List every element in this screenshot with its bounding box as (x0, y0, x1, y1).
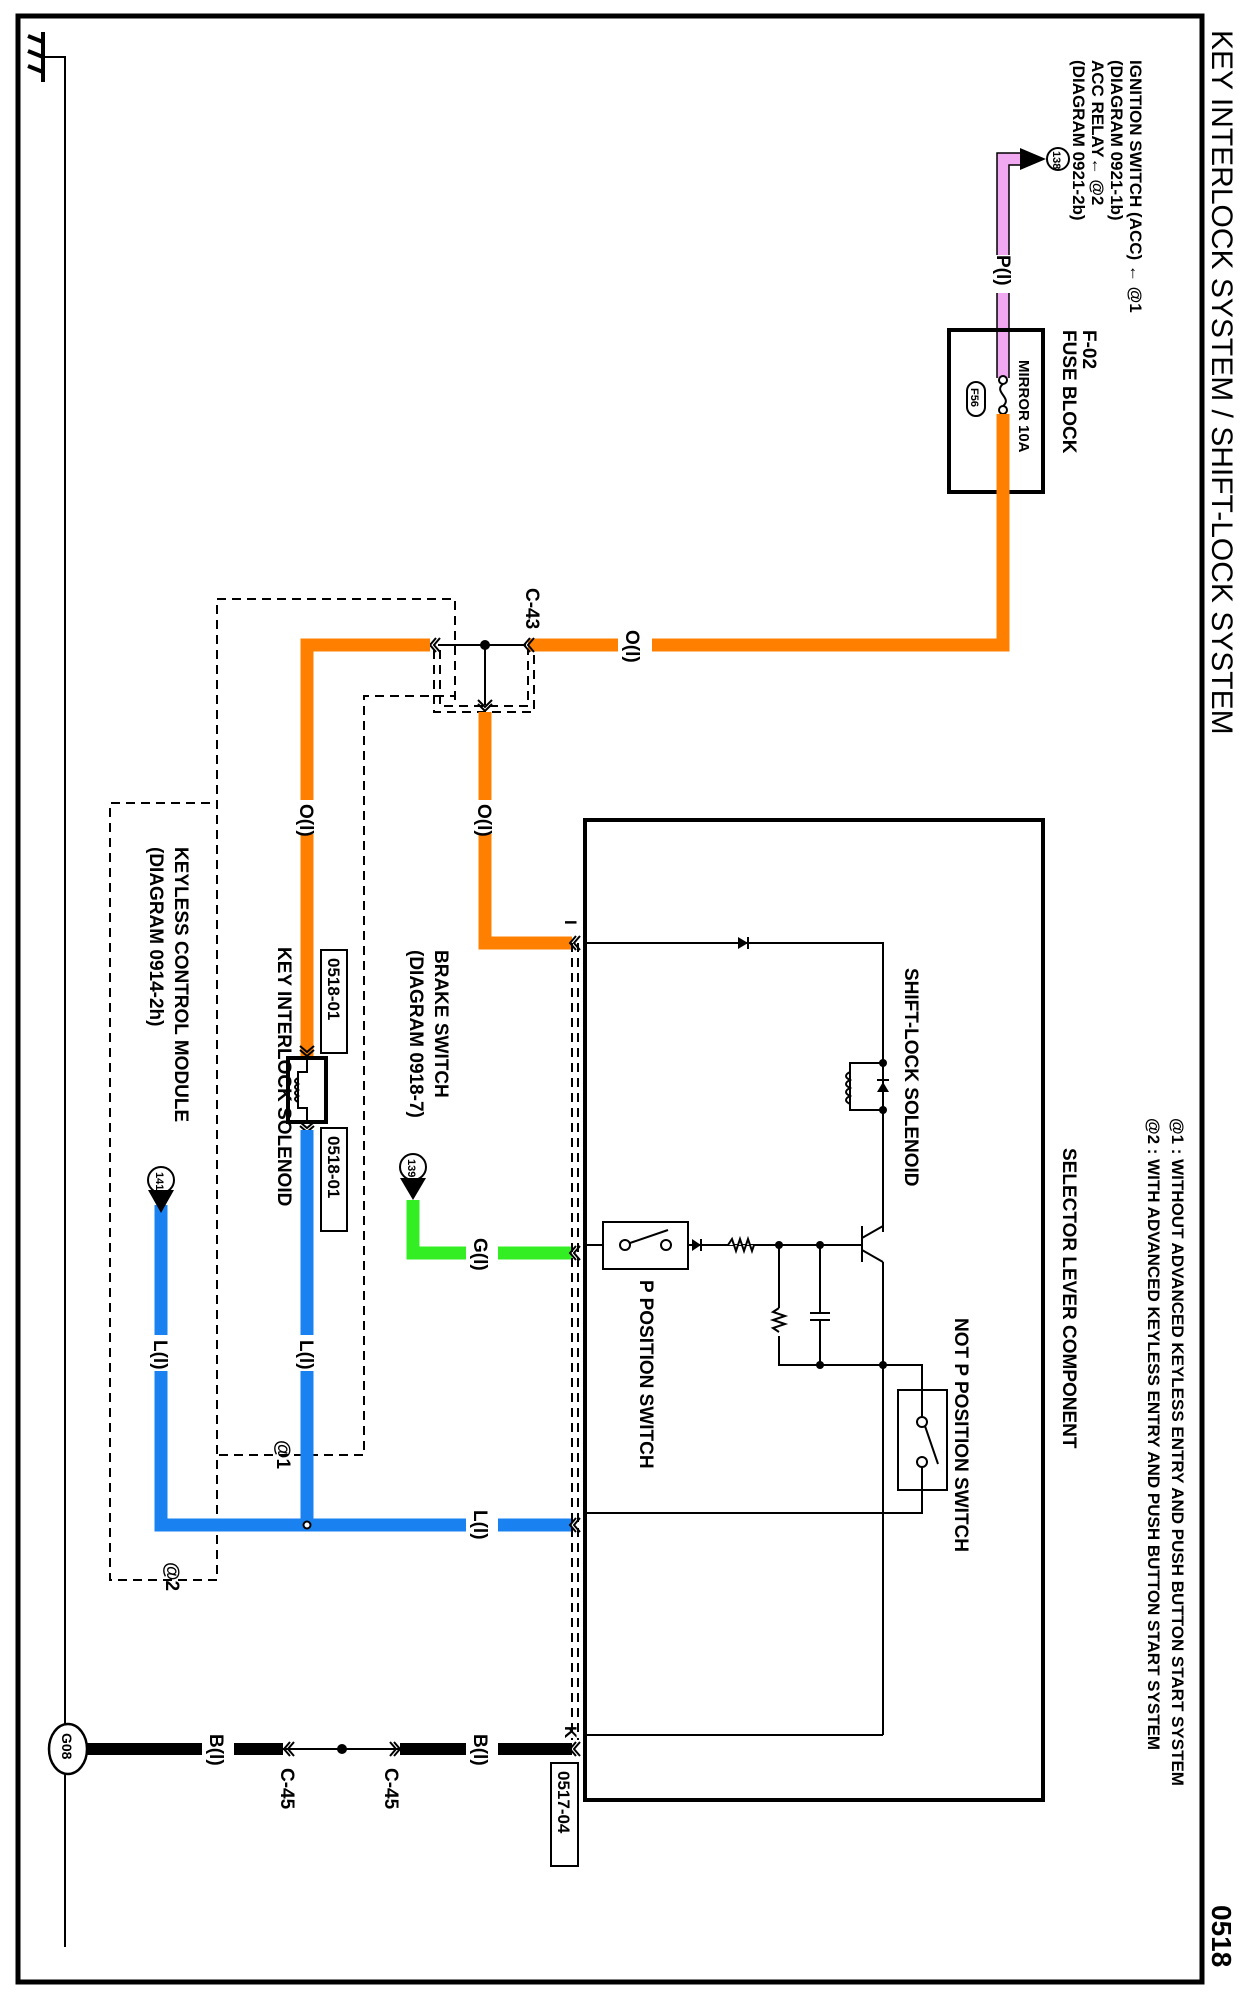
label-gap (994, 255, 1014, 293)
p-position-switch-label: P POSITION SWITCH (635, 1280, 656, 1469)
note-at2: @2 : WITH ADVANCED KEYLESS ENTRY AND PUS… (1144, 1118, 1163, 1750)
svg-text:G08: G08 (59, 1733, 75, 1760)
wire-label-orange-right: O(l) (473, 804, 494, 837)
wire-orange-main (528, 414, 1010, 652)
option-tag-at2: @2 (161, 1562, 182, 1591)
arrow-icon (1020, 148, 1046, 170)
key-interlock-solenoid-label: KEY INTERLOCK SOLENOID (273, 947, 294, 1206)
ref-0518-01-bottom-text: 0518-01 (324, 1136, 343, 1198)
power-source-line4: (DIAGRAM 0921-2b) (1069, 60, 1088, 221)
brake-switch-line1: BRAKE SWITCH (430, 950, 451, 1098)
keyless-module-line2: (DIAGRAM 0914-2h) (145, 847, 166, 1026)
label-gap (292, 1335, 322, 1371)
fuse-label: MIRROR 10A (1015, 360, 1032, 453)
diode-icon (692, 1239, 701, 1251)
ground-symbol-icon (27, 32, 45, 82)
wire-pink-outline2 (1008, 164, 1020, 378)
connector-c45-left-label: C-45 (276, 1768, 297, 1810)
option-tag-at1: @1 (272, 1440, 293, 1470)
wire-blue-main (154, 1205, 572, 1532)
wire-label-orange-main: O(l) (621, 630, 642, 663)
power-source-line3: ACC RELAY← @2 (1088, 60, 1107, 205)
pin-i-label: I (561, 920, 580, 925)
splice-dot (302, 1520, 312, 1530)
wire-label-black-right: B(l) (469, 1734, 490, 1766)
arrow-icon (148, 1190, 174, 1213)
label-gap (292, 800, 322, 834)
ref-0518-01-top (320, 949, 348, 1054)
svg-text:138: 138 (1050, 151, 1062, 169)
ref-0518-01-top-text: 0518-01 (324, 958, 343, 1020)
wire-orange-left (300, 638, 430, 1062)
wire-pink-outline (996, 152, 1020, 378)
shift-lock-solenoid-label: SHIFT-LOCK SOLENOID (900, 968, 921, 1187)
label-gap (466, 1238, 498, 1268)
wire-label-black-left: B(l) (205, 1734, 226, 1766)
key-interlock-solenoid-icon (286, 1045, 328, 1134)
fuse-id-badge (966, 381, 986, 417)
svg-text:141: 141 (153, 1172, 165, 1190)
svg-text:139: 139 (405, 1159, 417, 1177)
fuse-block-id: F-02 (1078, 330, 1099, 369)
wire-pink (997, 153, 1020, 378)
arrow-icon (400, 1178, 426, 1200)
ref-0517-04 (550, 1762, 579, 1867)
page-number: 0518 (1206, 1905, 1237, 1967)
wire-label-orange-left: O(l) (295, 804, 316, 837)
label-gap (466, 1510, 498, 1540)
connector-c43-label: C-43 (521, 588, 542, 629)
p-position-switch-box (602, 1221, 689, 1270)
page-frame (15, 13, 1205, 1985)
connector-c45-right-label: C-45 (380, 1768, 401, 1810)
label-gap (618, 630, 652, 660)
fuse-block-box (947, 328, 1045, 494)
wire-label-blue-solenoid: L(l) (295, 1340, 316, 1370)
power-source-line2: (DIAGRAM 0921-1b) (1107, 60, 1126, 221)
badge-139: 139 (399, 1153, 427, 1200)
connector-c43 (428, 637, 535, 713)
label-gap (466, 1734, 498, 1764)
keyless-module-line1: KEYLESS CONTROL MODULE (170, 847, 191, 1122)
ref-0518-01-bottom (320, 1127, 348, 1232)
selector-connector (568, 935, 581, 1757)
ground-g08: G08 (47, 1722, 89, 1776)
outline-at2 (109, 598, 456, 1581)
fuse-id: F56 (968, 388, 980, 407)
badge-141: 141 (147, 1166, 175, 1213)
ground-bus (43, 56, 66, 1947)
selector-lever-title: SELECTOR LEVER COMPONENT (1058, 1148, 1079, 1449)
brake-switch-line2: (DIAGRAM 0918-7) (405, 950, 426, 1118)
wire-label-green: G(l) (469, 1238, 490, 1271)
wire-label-pink: P(l) (992, 255, 1013, 286)
not-p-position-switch-label: NOT P POSITION SWITCH (950, 1318, 971, 1552)
ref-0517-04-text: 0517-04 (554, 1771, 573, 1834)
wire-green (406, 1200, 572, 1260)
diode-icon (738, 937, 748, 949)
fuse-icon (998, 375, 1008, 415)
label-gap (146, 1335, 176, 1371)
wire-label-blue-main: L(l) (469, 1510, 490, 1540)
wire-label-blue-keyless: L(l) (149, 1340, 170, 1370)
connector-c45 (282, 1741, 402, 1757)
power-source-line1: IGNITION SWITCH (ACC) ← @1 (1126, 60, 1145, 313)
badge-138: 138 (1020, 147, 1070, 171)
wire-orange-right (478, 712, 572, 950)
pin-k-label: K (561, 1726, 580, 1739)
fuse-block-name: FUSE BLOCK (1058, 330, 1079, 454)
page-title: KEY INTERLOCK SYSTEM / SHIFT-LOCK SYSTEM (1205, 30, 1238, 735)
selector-internal-circuit (585, 937, 948, 1736)
selector-lever-box (583, 818, 1045, 1802)
label-gap (202, 1734, 234, 1764)
note-at1: @1 : WITHOUT ADVANCED KEYLESS ENTRY AND … (1168, 1118, 1187, 1786)
label-gap (470, 800, 500, 834)
